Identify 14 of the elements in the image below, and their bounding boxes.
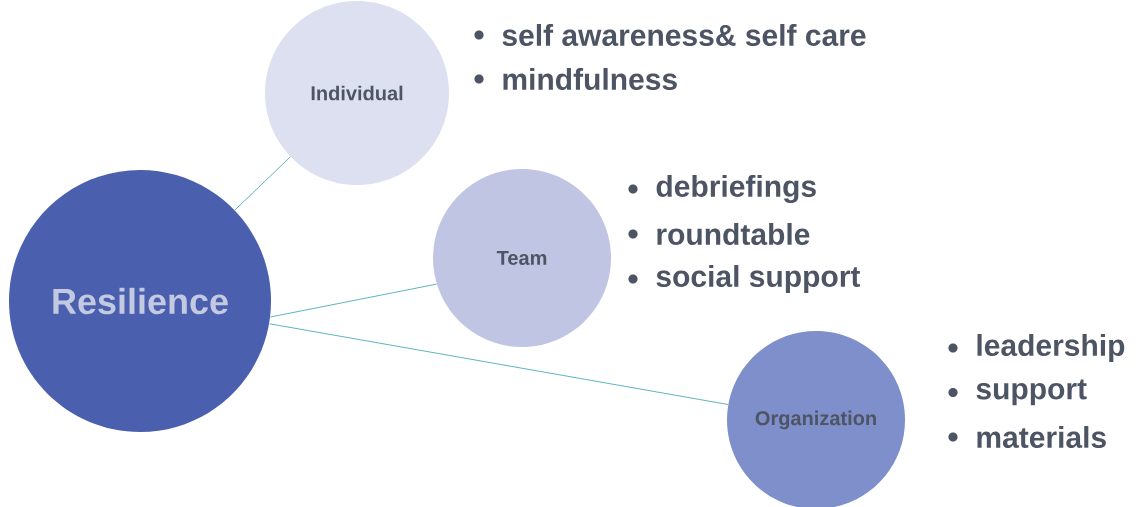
connector-line [234, 156, 291, 211]
connector-line [268, 323, 729, 405]
bullet-item: mindfulness [503, 67, 677, 90]
connector-line [269, 283, 437, 318]
bullet-item: support [976, 379, 1087, 406]
circle-node: Team [433, 169, 611, 347]
circle-node: Individual [265, 1, 449, 185]
bullet-item: debriefings [656, 174, 816, 204]
circle-node: Resilience [9, 170, 271, 432]
bullet-item: self awareness& self care [502, 23, 866, 46]
bullet-item: social support [656, 265, 861, 293]
bullet-item: roundtable [657, 222, 810, 245]
bullet-item: materials [977, 425, 1106, 448]
bullet-item: leadership [977, 334, 1125, 362]
